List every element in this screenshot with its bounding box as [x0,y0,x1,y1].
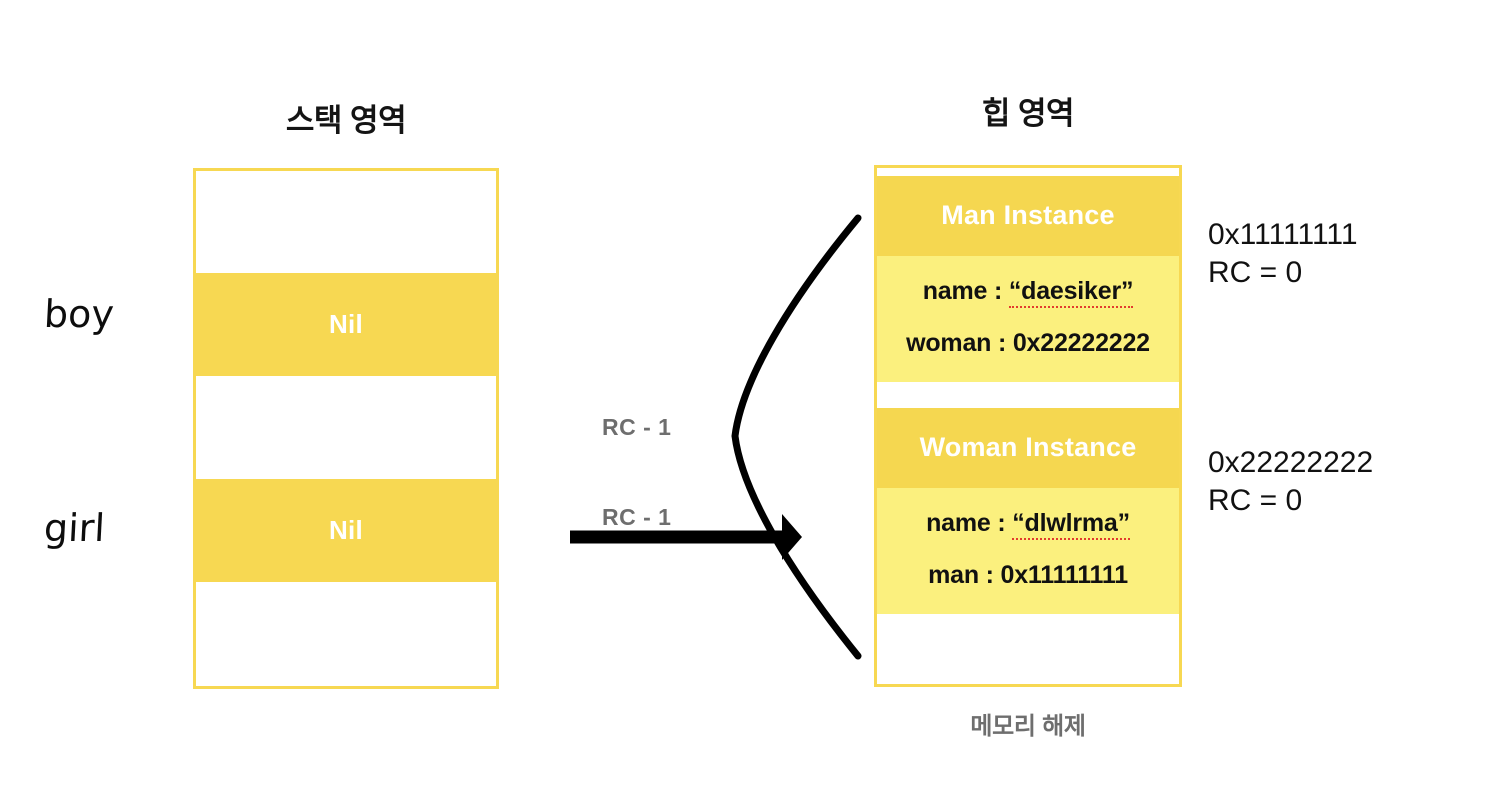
right-arrow-head [782,514,802,560]
heap-address-block-man: 0x11111111 RC = 0 [1208,216,1358,293]
stack-slot-4 [196,582,496,686]
heap-field-woman-name-key: name : [926,509,1013,537]
heap-top-padding [877,168,1179,176]
rc-decrement-label-top: RC - 1 [602,414,672,440]
rc-decrement-label-bottom: RC - 1 [602,504,672,530]
heap-instance-man: Man Instance name : “daesiker” woman : 0… [877,176,1179,382]
heap-instance-man-body: name : “daesiker” woman : 0x22222222 [877,256,1179,382]
heap-instance-woman-body: name : “dlwlrma” man : 0x11111111 [877,488,1179,614]
heap-field-woman-name: name : “dlwlrma” [877,498,1179,550]
heap-box: Man Instance name : “daesiker” woman : 0… [874,165,1182,687]
stack-slot-1-label: Nil [328,309,364,339]
heap-field-man-name: name : “daesiker” [877,266,1179,318]
stack-box: Nil Nil [193,168,499,689]
heap-field-woman-man: man : 0x11111111 [928,561,1128,589]
heap-field-woman-name-value: “dlwlrma” [1012,509,1130,540]
heap-instance-man-header: Man Instance [877,176,1179,256]
stack-area-title: 스택 영역 [285,103,407,138]
stack-slot-girl: Nil [196,479,496,582]
heap-rc-woman: RC = 0 [1208,484,1303,518]
stack-variable-girl: girl [42,506,107,550]
stack-slot-2 [196,376,496,479]
heap-address-woman: 0x22222222 [1208,446,1374,479]
heap-instance-woman: Woman Instance name : “dlwlrma” man : 0x… [877,408,1179,614]
curly-brace-curve [731,214,862,660]
heap-instance-gap [877,382,1179,408]
heap-rc-man: RC = 0 [1208,256,1303,290]
heap-instance-woman-header: Woman Instance [877,408,1179,488]
heap-address-man: 0x11111111 [1208,218,1358,251]
heap-field-man-woman: woman : 0x22222222 [906,329,1150,357]
stack-slot-0 [196,171,496,273]
heap-caption: 메모리 해제 [970,713,1086,740]
heap-address-block-woman: 0x22222222 RC = 0 [1208,444,1373,521]
stack-slot-3-label: Nil [328,515,364,545]
heap-field-man-name-key: name : [922,277,1009,305]
heap-area-title: 힙 영역 [981,96,1075,131]
heap-bottom-padding [877,614,1179,622]
stack-variable-boy: boy [42,292,116,336]
heap-field-man-name-value: “daesiker” [1008,277,1133,308]
stack-slot-boy: Nil [196,273,496,376]
